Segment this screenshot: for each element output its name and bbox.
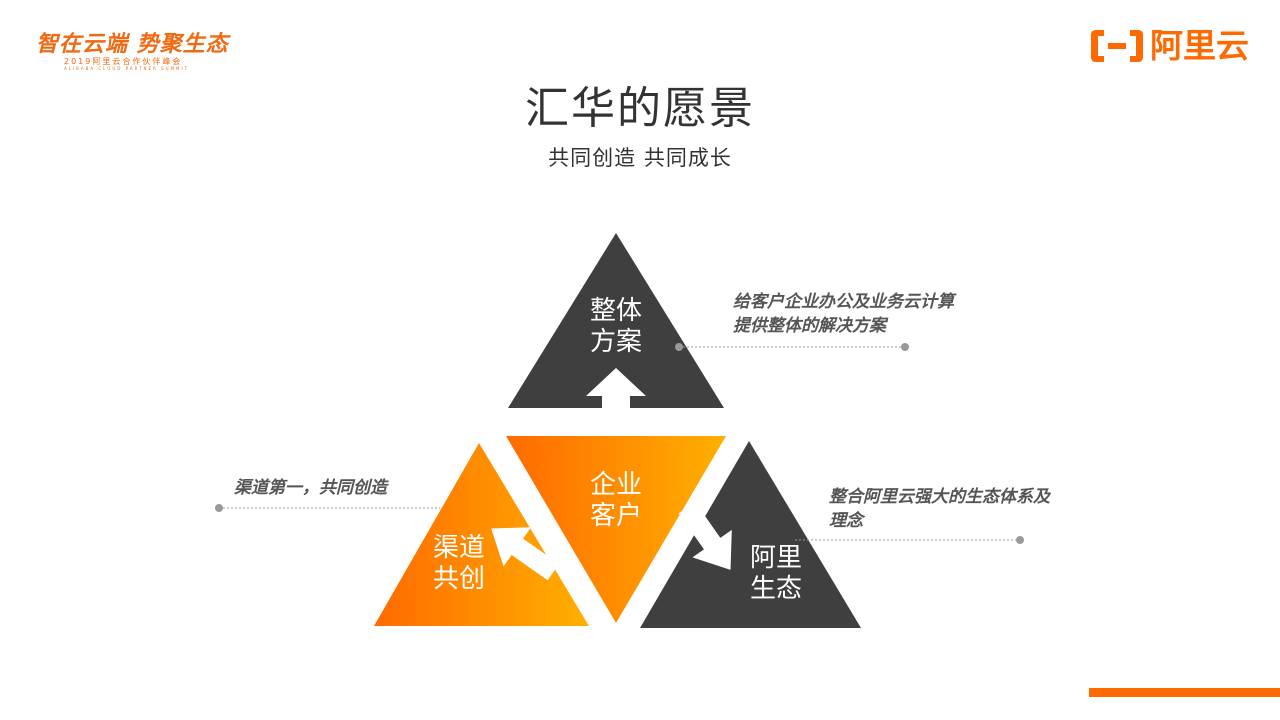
right-triangle-label: 阿里 生态 [731, 543, 821, 605]
page-title: 汇华的愿景 [525, 83, 755, 134]
right-label-line1: 阿里 [749, 543, 802, 573]
right-triangle [640, 441, 861, 628]
center-triangle [506, 436, 726, 623]
top-triangle [508, 233, 724, 408]
center-label-line1: 企业 [589, 470, 642, 500]
left-callout-line [215, 504, 440, 512]
left-label-line1: 渠道 [432, 533, 485, 563]
left-label-line2: 共创 [432, 564, 485, 594]
right-callout-line2: 理念 [829, 511, 863, 531]
left-callout-text: 渠道第一，共同创造 [234, 476, 387, 500]
up-arrow-icon [586, 368, 646, 408]
center-label-line2: 客户 [589, 501, 642, 531]
bottom-accent-bar [1089, 688, 1280, 697]
alibaba-cloud-mark-icon [1091, 30, 1143, 62]
right-callout-line [795, 536, 1024, 544]
top-callout-text: 给客户企业办公及业务云计算 提供整体的解决方案 [733, 290, 954, 338]
left-arrow-icon [491, 527, 560, 581]
top-callout-line [675, 343, 909, 351]
event-logo: 智在云端 势聚生态 2019阿里云合作伙伴峰会 ALIBABA CLOUD PA… [36, 22, 236, 74]
top-label-line2: 方案 [589, 327, 642, 357]
top-callout-line1: 给客户企业办公及业务云计算 [733, 292, 954, 312]
event-subtitle: 2019阿里云合作伙伴峰会 [64, 57, 183, 66]
left-triangle-label: 渠道 共创 [414, 533, 504, 595]
right-label-line2: 生态 [749, 574, 802, 604]
top-callout-line2: 提供整体的解决方案 [733, 316, 886, 336]
right-arrow-icon [678, 501, 732, 570]
top-triangle-label: 整体 方案 [571, 296, 661, 358]
right-callout-text: 整合阿里云强大的生态体系及 理念 [829, 485, 1050, 533]
center-triangle-label: 企业 客户 [571, 470, 661, 532]
right-callout-line1: 整合阿里云强大的生态体系及 [829, 487, 1050, 507]
top-label-line1: 整体 [589, 296, 642, 326]
event-subtitle-en: ALIBABA CLOUD PARTNER SUMMIT [64, 66, 190, 71]
page-subtitle: 共同创造 共同成长 [548, 146, 732, 170]
left-triangle [374, 443, 589, 626]
alibaba-cloud-logo: 阿里云 [1088, 26, 1258, 70]
left-callout-line1: 渠道第一，共同创造 [234, 478, 387, 498]
event-title: 智在云端 势聚生态 [36, 31, 229, 57]
brand-name: 阿里云 [1150, 26, 1249, 65]
